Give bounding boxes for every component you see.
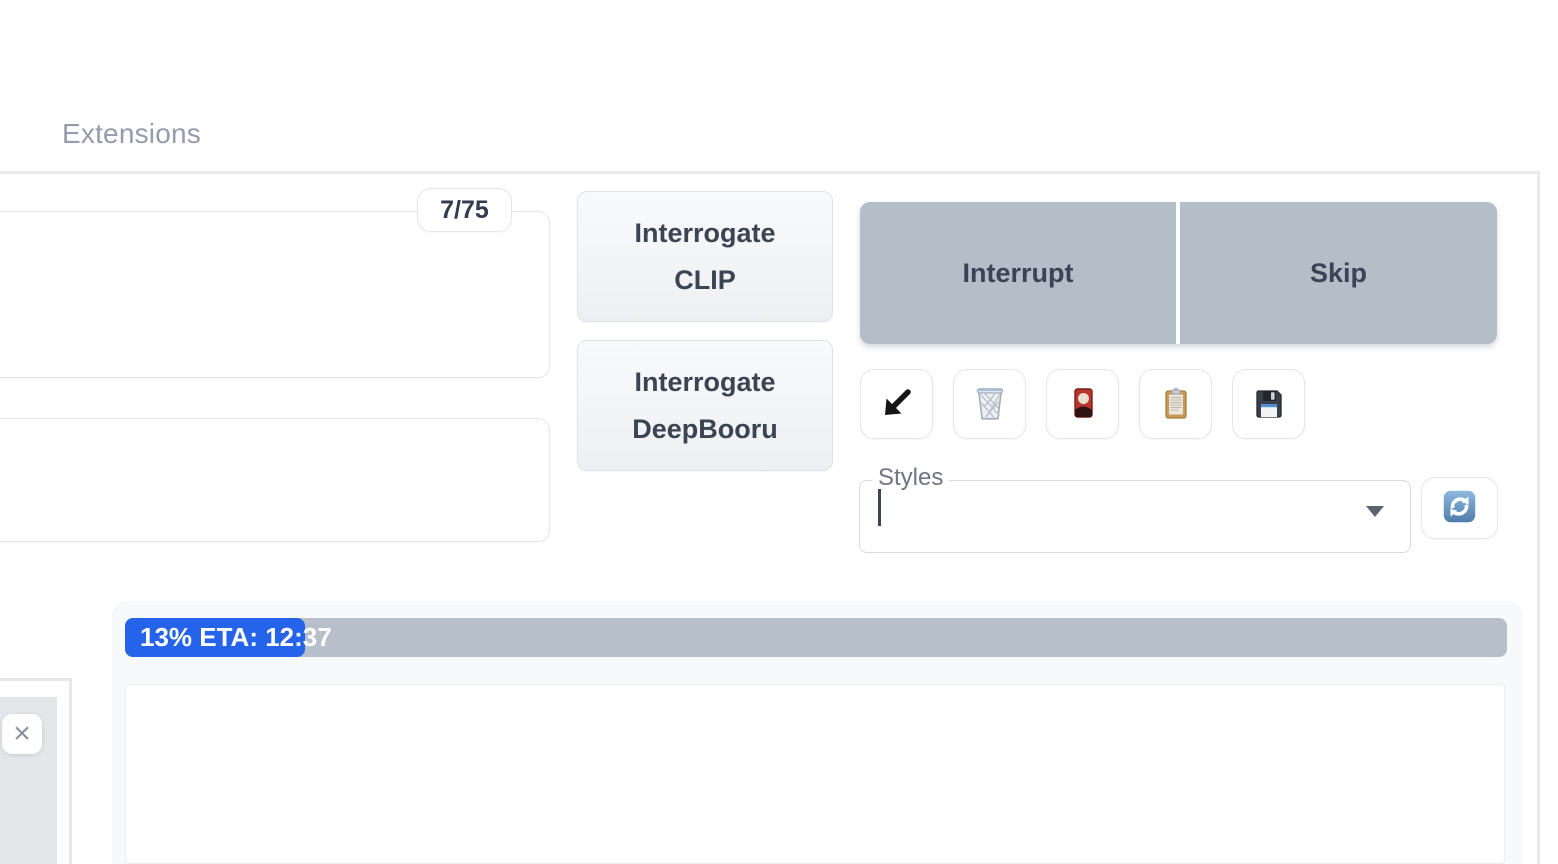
paste-generation-params-button[interactable] [860,369,933,439]
main-panel-right-border [1537,171,1540,864]
output-panel: 13% ETA: 12:37 [112,601,1523,864]
negative-prompt-input[interactable] [0,418,550,542]
header-divider [0,171,1540,174]
token-counter: 7/75 [417,188,512,232]
result-image-area [125,684,1505,864]
clear-prompt-button[interactable] [953,369,1026,439]
apply-styles-button[interactable] [1139,369,1212,439]
interrogate-deepbooru-button[interactable]: Interrogate DeepBooru [577,340,833,471]
text-caret [878,489,881,526]
progress-bar: 13% ETA: 12:37 [125,618,1507,657]
card-icon [1063,383,1103,426]
clipboard-icon [1156,383,1196,426]
clear-image-button[interactable]: × [2,714,42,754]
close-icon: × [13,717,31,750]
refresh-icon [1441,488,1478,528]
styles-dropdown[interactable]: Styles [859,464,1411,553]
generation-stop-group: Interrupt Skip [860,202,1497,344]
trash-icon [969,382,1011,427]
refresh-styles-button[interactable] [1421,477,1498,539]
interrogate-clip-label: Interrogate CLIP [634,218,776,295]
interrogate-deepbooru-label: Interrogate DeepBooru [632,367,778,444]
save-style-button[interactable] [1232,369,1305,439]
extra-networks-button[interactable] [1046,369,1119,439]
save-icon [1249,383,1289,426]
prompt-input[interactable] [0,211,550,378]
progress-label: 13% ETA: 12:37 [140,622,332,652]
progress-fill [125,618,305,657]
tab-extensions[interactable]: Extensions [62,118,201,149]
prompt-tool-row [860,369,1305,439]
interrogate-clip-button[interactable]: Interrogate CLIP [577,191,833,322]
arrow-down-left-icon [877,383,917,426]
interrupt-button[interactable]: Interrupt [860,202,1176,344]
styles-label: Styles [872,464,950,492]
skip-button[interactable]: Skip [1180,202,1497,344]
chevron-down-icon[interactable] [1366,506,1384,517]
